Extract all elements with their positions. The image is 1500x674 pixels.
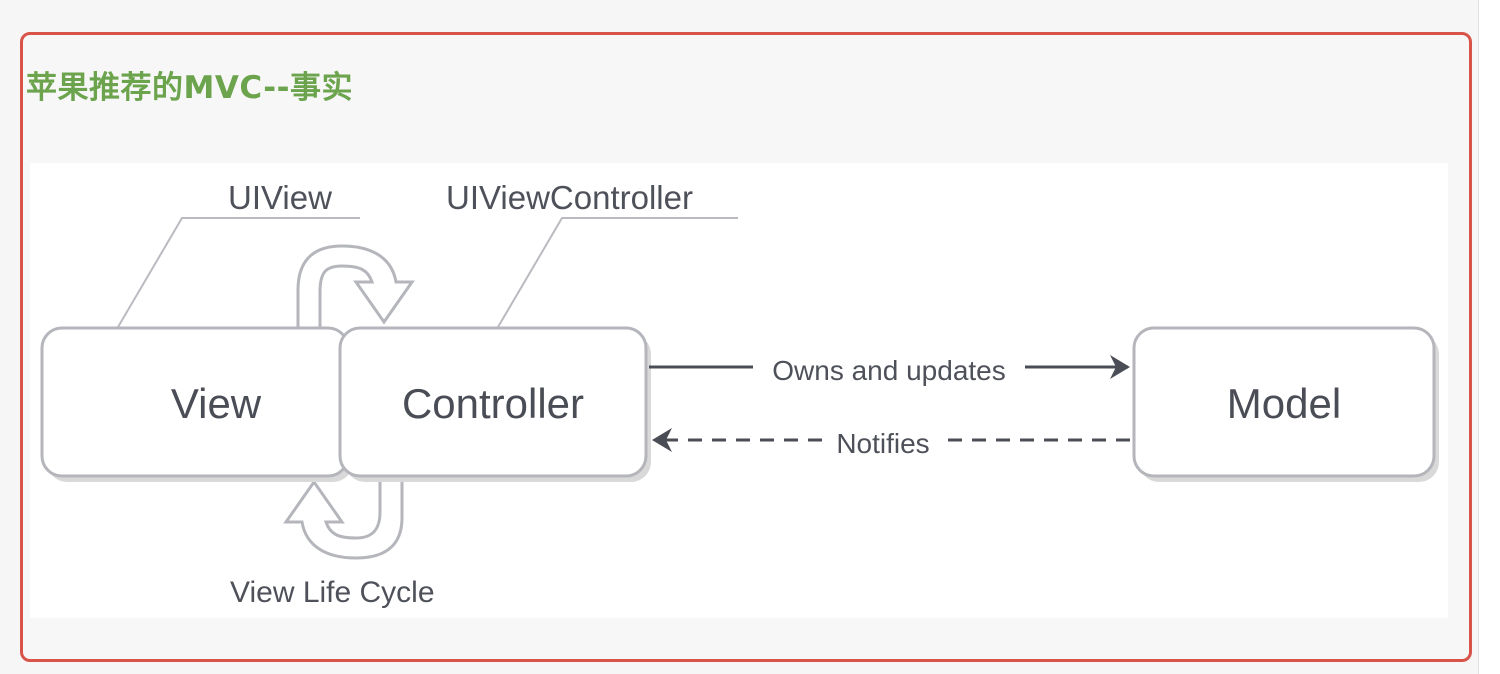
notifies-label: Notifies <box>836 428 929 459</box>
notifies-edge: Notifies <box>652 428 1130 459</box>
bottom-cycle-arrow-icon <box>283 476 404 560</box>
owns-and-updates-edge: Owns and updates <box>649 355 1130 386</box>
uiview-callout: UIView <box>228 179 332 216</box>
uiview-leader-line <box>117 217 360 328</box>
uiviewcontroller-callout: UIViewController <box>446 179 693 216</box>
top-cycle-arrow-icon <box>296 244 415 330</box>
view-life-cycle-callout: View Life Cycle <box>230 576 435 609</box>
controller-node-label: Controller <box>402 380 584 427</box>
model-node: Model <box>1132 326 1439 482</box>
view-node: View <box>40 326 353 482</box>
scrollbar-track[interactable] <box>1478 0 1500 674</box>
controller-node: Controller <box>338 326 651 482</box>
owns-and-updates-label: Owns and updates <box>772 355 1006 386</box>
uiviewcontroller-leader-line <box>497 217 738 328</box>
page-title: 苹果推荐的MVC--事实 <box>26 70 354 106</box>
model-node-label: Model <box>1227 380 1341 427</box>
view-node-label: View <box>171 380 262 427</box>
